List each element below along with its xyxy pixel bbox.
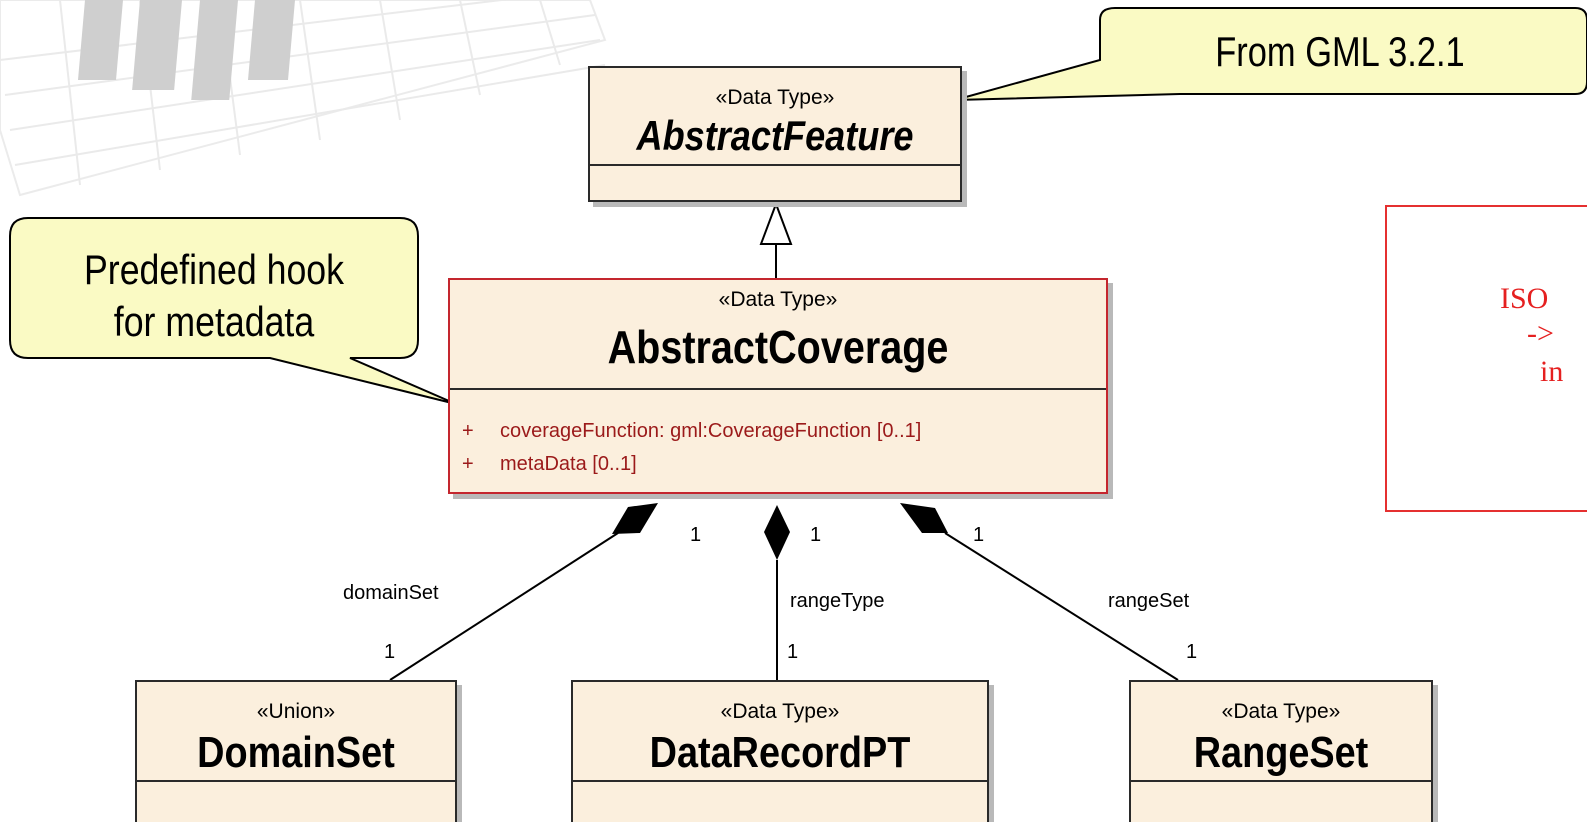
attribute-metadata: + metaData [0..1] xyxy=(450,453,637,476)
abstract-feature-name: AbstractFeature xyxy=(636,112,914,159)
attribute-coverage-function: + coverageFunction: gml:CoverageFunction … xyxy=(450,420,921,443)
abstract-coverage-name: AbstractCoverage xyxy=(607,321,949,373)
attribute-text: metaData [0..1] xyxy=(500,453,637,475)
generalization-arrowhead xyxy=(759,201,793,245)
domain-set-name: DomainSet xyxy=(197,728,395,777)
abstract-feature-separator xyxy=(590,164,960,166)
rangeset-association-line xyxy=(944,532,1179,681)
domain-set-separator xyxy=(137,780,455,782)
side-note-line-3: in xyxy=(1540,355,1564,388)
watermark-logo xyxy=(0,0,607,197)
abstract-coverage-separator xyxy=(450,388,1106,390)
class-abstract-coverage[interactable]: «Data Type» AbstractCoverage + coverageFu… xyxy=(448,278,1108,494)
gml-callout-text: From GML 3.2.1 xyxy=(1215,28,1465,75)
rangetype-composition-diamond xyxy=(764,505,790,560)
class-range-set[interactable]: «Data Type» RangeSet xyxy=(1129,680,1433,822)
hook-callout-line-2: for metadata xyxy=(113,298,315,345)
attribute-text: coverageFunction: gml:CoverageFunction [… xyxy=(500,420,922,442)
rangeset-target-multiplicity: 1 xyxy=(1186,641,1198,663)
gml-callout-shape xyxy=(954,7,1587,101)
data-record-pt-name: DataRecordPT xyxy=(649,728,911,777)
rangeset-source-multiplicity: 1 xyxy=(973,524,985,546)
side-note-box xyxy=(1385,205,1587,512)
rangetype-source-multiplicity: 1 xyxy=(810,524,822,546)
attribute-visibility: + xyxy=(462,453,474,475)
domain-set-stereotype: «Union» xyxy=(256,700,336,723)
abstract-coverage-stereotype: «Data Type» xyxy=(718,288,838,311)
domainset-target-multiplicity: 1 xyxy=(384,641,396,663)
abstract-feature-stereotype: «Data Type» xyxy=(715,86,835,109)
data-record-pt-stereotype: «Data Type» xyxy=(720,700,840,723)
class-domain-set[interactable]: «Union» DomainSet xyxy=(135,680,457,822)
domainset-composition-diamond xyxy=(612,503,658,534)
class-data-record-pt[interactable]: «Data Type» DataRecordPT xyxy=(571,680,989,822)
class-abstract-feature[interactable]: «Data Type» AbstractFeature xyxy=(588,66,962,202)
hook-callout-line-1: Predefined hook xyxy=(83,246,345,293)
hook-callout-text: Predefined hook for metadata xyxy=(10,244,418,348)
rangeset-composition-diamond xyxy=(900,503,948,533)
rangeset-role-label: rangeSet xyxy=(1108,590,1190,612)
domainset-source-multiplicity: 1 xyxy=(690,524,702,546)
domainset-association-line xyxy=(389,532,619,681)
attribute-visibility: + xyxy=(462,420,474,442)
range-set-separator xyxy=(1131,780,1431,782)
side-note-line-2: -> xyxy=(1527,317,1554,350)
side-note-line-1: ISO xyxy=(1500,282,1549,315)
rangetype-role-label: rangeType xyxy=(790,590,885,612)
range-set-stereotype: «Data Type» xyxy=(1221,700,1341,723)
rangetype-target-multiplicity: 1 xyxy=(787,641,799,663)
domainset-role-label: domainSet xyxy=(343,582,439,604)
range-set-name: RangeSet xyxy=(1193,728,1369,777)
hook-callout-shape xyxy=(9,217,457,405)
data-record-pt-separator xyxy=(573,780,987,782)
